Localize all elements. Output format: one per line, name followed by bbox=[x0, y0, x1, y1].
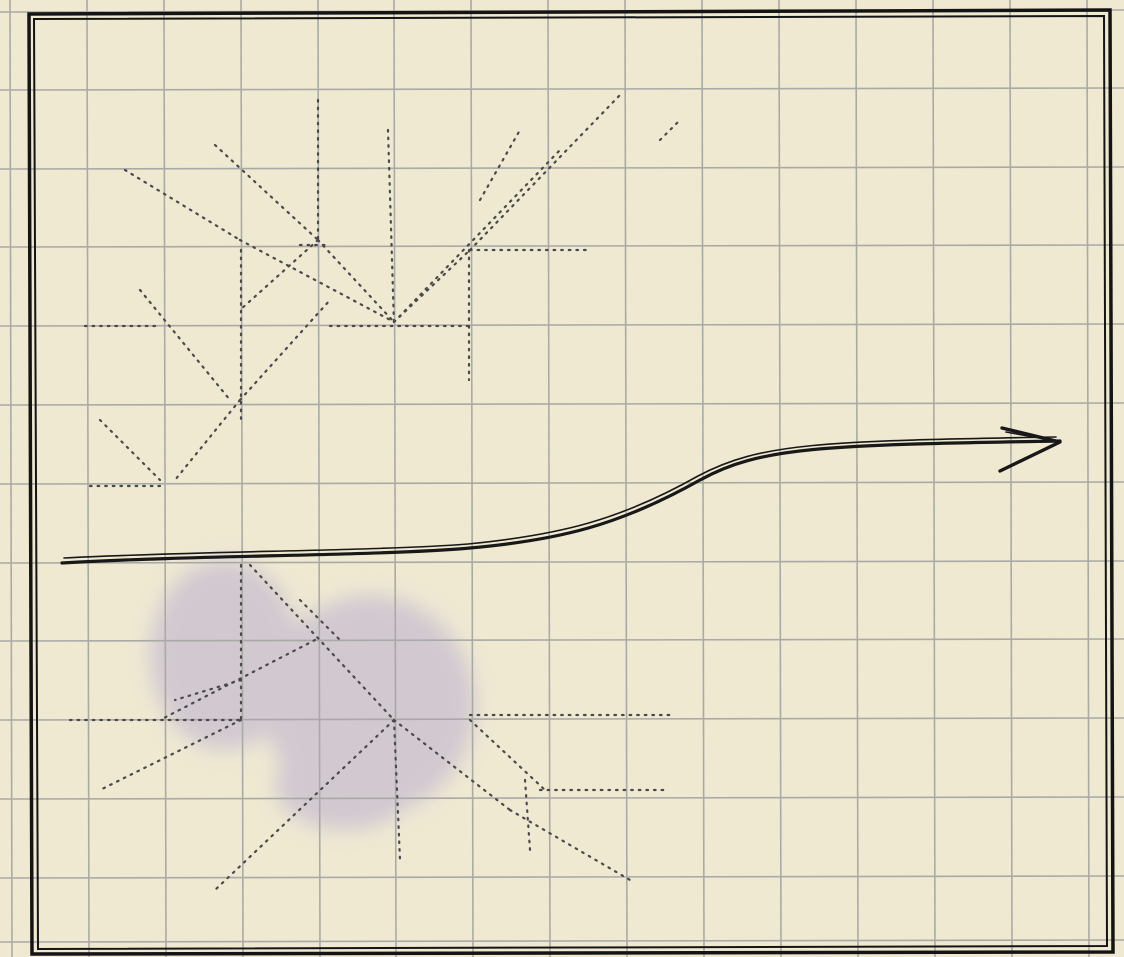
wash-blob-lower bbox=[275, 740, 415, 830]
